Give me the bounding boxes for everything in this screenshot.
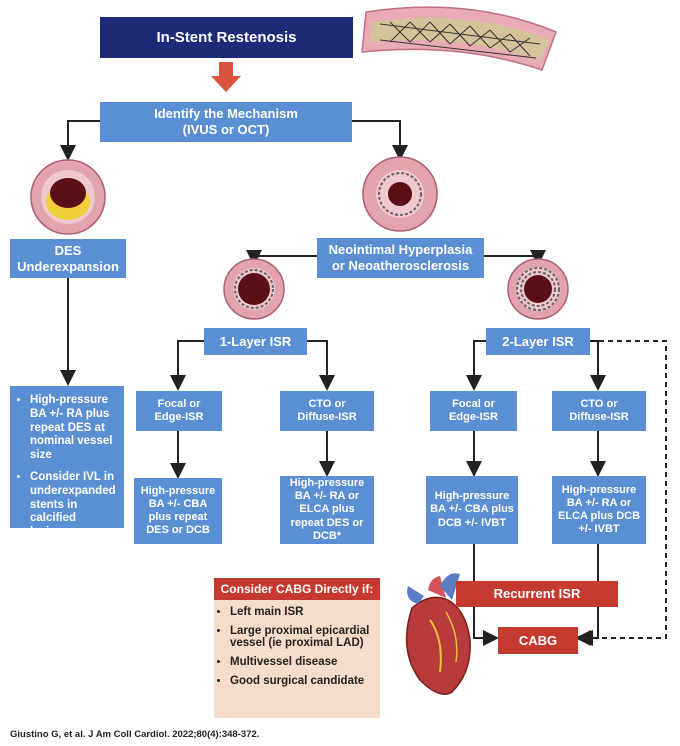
focal-edge-isr-box-2: Focal or Edge-ISR — [430, 391, 517, 431]
cabg-criterion-item: Large proximal epicardial vessel (ie pro… — [230, 625, 380, 649]
treatment-cto-1-box: High-pressure BA +/- RA or ELCA plus rep… — [280, 476, 374, 544]
des-rec-item: High-pressure BA +/- RA plus repeat DES … — [30, 394, 118, 463]
two-layer-isr-box: 2-Layer ISR — [486, 328, 590, 355]
connector — [590, 340, 606, 391]
des-line2: Underexpansion — [17, 258, 119, 274]
consider-cabg-panel: Consider CABG Directly if: Left main ISR… — [214, 578, 380, 718]
cabg-criterion-item: Left main ISR — [230, 606, 380, 618]
cto1-line1: CTO or — [308, 397, 346, 410]
neo-line2: or Neoatherosclerosis — [331, 258, 470, 273]
cross-section-underexpansion-icon — [30, 159, 106, 235]
treatment-focal-1-box: High-pressure BA +/- CBA plus repeat DES… — [134, 478, 222, 544]
connector — [352, 120, 408, 161]
des-rec-item: Consider IVL in underexpanded stents in … — [30, 471, 118, 540]
cross-section-hyperplasia-icon — [362, 156, 438, 232]
connector — [466, 340, 486, 391]
connector — [60, 120, 100, 161]
treatment-cto-2-box: High-pressure BA +/- RA or ELCA plus DCB… — [552, 476, 646, 544]
cabg-box: CABG — [498, 627, 578, 654]
neo-line1: Neointimal Hyperplasia — [328, 242, 473, 258]
stent-vessel-icon — [361, 6, 557, 71]
cto1-line2: Diffuse-ISR — [297, 411, 357, 423]
identify-mechanism-box: Identify the Mechanism (IVUS or OCT) — [100, 102, 352, 142]
connector — [473, 544, 499, 646]
connector — [170, 340, 204, 391]
focal2-line1: Focal or — [452, 397, 495, 410]
cross-section-2-layer-icon — [507, 258, 569, 320]
identify-line2: (IVUS or OCT) — [182, 122, 270, 137]
connector — [246, 250, 317, 266]
cto-diffuse-isr-box-2: CTO or Diffuse-ISR — [552, 391, 646, 431]
cto2-line2: Diffuse-ISR — [569, 411, 629, 423]
cabg-criterion-item: Multivessel disease — [230, 656, 380, 668]
consider-cabg-header: Consider CABG Directly if: — [214, 578, 380, 600]
dashed-connector — [577, 340, 667, 646]
focal-edge-isr-box-1: Focal or Edge-ISR — [136, 391, 222, 431]
one-layer-isr-box: 1-Layer ISR — [204, 328, 307, 355]
cross-section-1-layer-icon — [223, 258, 285, 320]
des-recommendations-box: High-pressure BA +/- RA plus repeat DES … — [10, 386, 124, 538]
heart-icon — [405, 573, 471, 695]
cabg-criterion-item: Good surgical candidate — [230, 675, 380, 687]
treatment-focal-2-box: High-pressure BA +/- CBA plus DCB +/- IV… — [426, 476, 518, 544]
des-line1: DES — [54, 242, 82, 258]
in-stent-restenosis-title: In-Stent Restenosis — [100, 17, 353, 58]
identify-line1: Identify the Mechanism — [154, 106, 298, 122]
citation-text: Giustino G, et al. J Am Coll Cardiol. 20… — [10, 729, 260, 740]
down-arrow-icon — [211, 62, 241, 92]
connector — [484, 250, 546, 266]
focal1-line1: Focal or — [157, 397, 201, 410]
neointimal-hyperplasia-box: Neointimal Hyperplasia or Neoatheroscler… — [317, 238, 484, 278]
des-underexpansion-box: DES Underexpansion — [10, 239, 126, 278]
focal2-line2: Edge-ISR — [449, 411, 498, 423]
cto2-line1: CTO or — [580, 397, 618, 410]
focal1-line2: Edge-ISR — [154, 411, 204, 423]
cto-diffuse-isr-box-1: CTO or Diffuse-ISR — [280, 391, 374, 431]
recurrent-isr-box: Recurrent ISR — [456, 581, 618, 607]
connector — [307, 340, 335, 391]
